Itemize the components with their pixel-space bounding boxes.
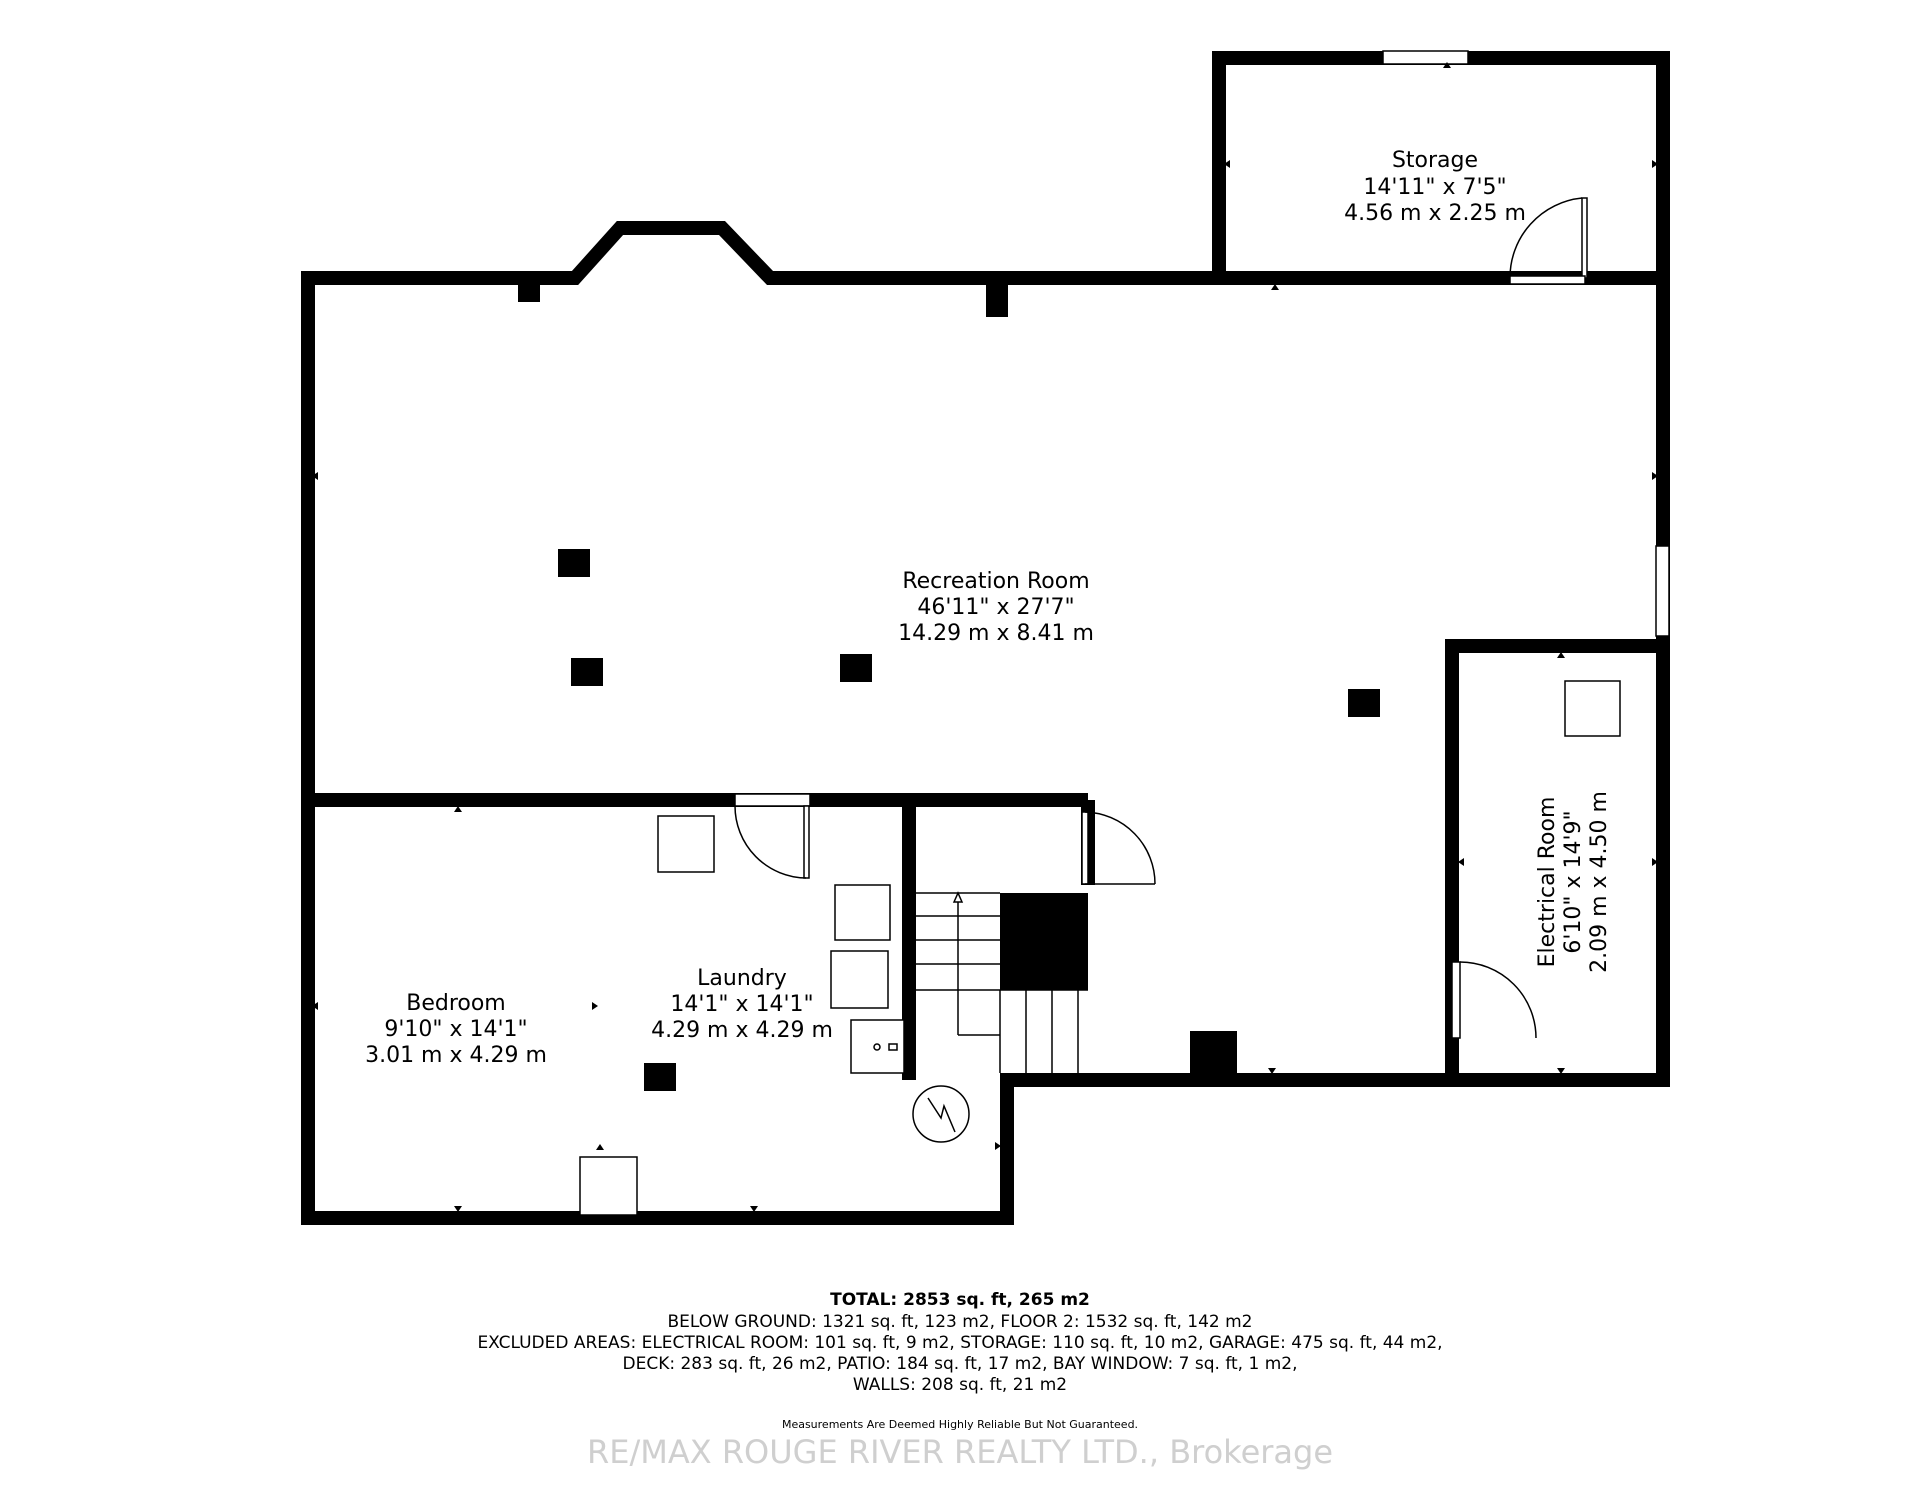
fixtures [579,680,1621,1216]
storage-name: Storage [1392,148,1478,173]
pillars [518,280,1380,1091]
storage-window [1382,50,1469,65]
pillar-3 [558,549,590,577]
laundry-door-frame [734,793,811,807]
stair-landing [1000,893,1088,990]
main-outer-wall [301,221,1670,1225]
pillar-1 [518,280,540,302]
laundry-name: Laundry [697,966,787,991]
doors [734,197,1588,1039]
bedroom-cabinet [657,815,715,873]
pillar-7 [644,1063,676,1091]
laundry-door [734,805,810,879]
area-line-excluded: EXCLUDED AREAS: ELECTRICAL ROOM: 101 sq.… [477,1333,1443,1353]
windows [734,50,1670,807]
electrical-metric: 2.09 m x 4.50 m [1587,791,1612,973]
electrical-panel [1564,680,1621,737]
pillar-5 [840,654,872,682]
storage-imperial: 14'11" x 7'5" [1363,175,1506,200]
electrical-door [1451,961,1537,1039]
bedroom-metric: 3.01 m x 4.29 m [365,1043,547,1068]
laundry-imperial: 14'1" x 14'1" [670,992,813,1017]
recreation-window [1655,545,1670,637]
water-heater [912,1085,970,1143]
area-line-below-ground: BELOW GROUND: 1321 sq. ft, 123 m2, FLOOR… [667,1312,1253,1332]
washer [834,884,891,941]
recreation-name: Recreation Room [902,569,1089,594]
storage-metric: 4.56 m x 2.25 m [1344,201,1526,226]
bedroom-name: Bedroom [406,991,506,1016]
pillar-4 [571,658,603,686]
pillar-8 [1190,1031,1237,1074]
disclaimer: Measurements Are Deemed Highly Reliable … [781,1418,1139,1431]
bedroom-imperial: 9'10" x 14'1" [384,1017,527,1042]
pillar-6 [1348,689,1380,717]
electrical-room-walls [1445,639,1663,1080]
bedroom-closet [579,1156,638,1216]
dimension-ticks [312,62,1658,1212]
room-labels: Storage 14'11" x 7'5" 4.56 m x 2.25 m Re… [365,148,1612,1068]
recreation-imperial: 46'11" x 27'7" [917,595,1074,620]
laundry-sink [850,1019,905,1074]
electrical-labels: Electrical Room 6'10" x 14'9" 2.09 m x 4… [1535,791,1612,973]
area-line-deck-patio: DECK: 283 sq. ft, 26 m2, PATIO: 184 sq. … [622,1354,1298,1374]
laundry-metric: 4.29 m x 4.29 m [651,1018,833,1043]
area-line-walls: WALLS: 208 sq. ft, 21 m2 [852,1375,1068,1395]
stairs [916,891,1088,1073]
brokerage-watermark: RE/MAX ROUGE RIVER REALTY LTD., Brokerag… [586,1433,1334,1471]
stair-door [1081,811,1156,885]
electrical-imperial: 6'10" x 14'9" [1561,810,1586,953]
recreation-metric: 14.29 m x 8.41 m [898,621,1094,646]
pillar-2 [986,280,1008,317]
area-breakdown: BELOW GROUND: 1321 sq. ft, 123 m2, FLOOR… [0,1312,1920,1396]
area-total: TOTAL: 2853 sq. ft, 265 m2 [830,1290,1090,1310]
electrical-name: Electrical Room [1535,797,1560,968]
storage-door [1509,197,1588,285]
dryer [830,950,889,1009]
